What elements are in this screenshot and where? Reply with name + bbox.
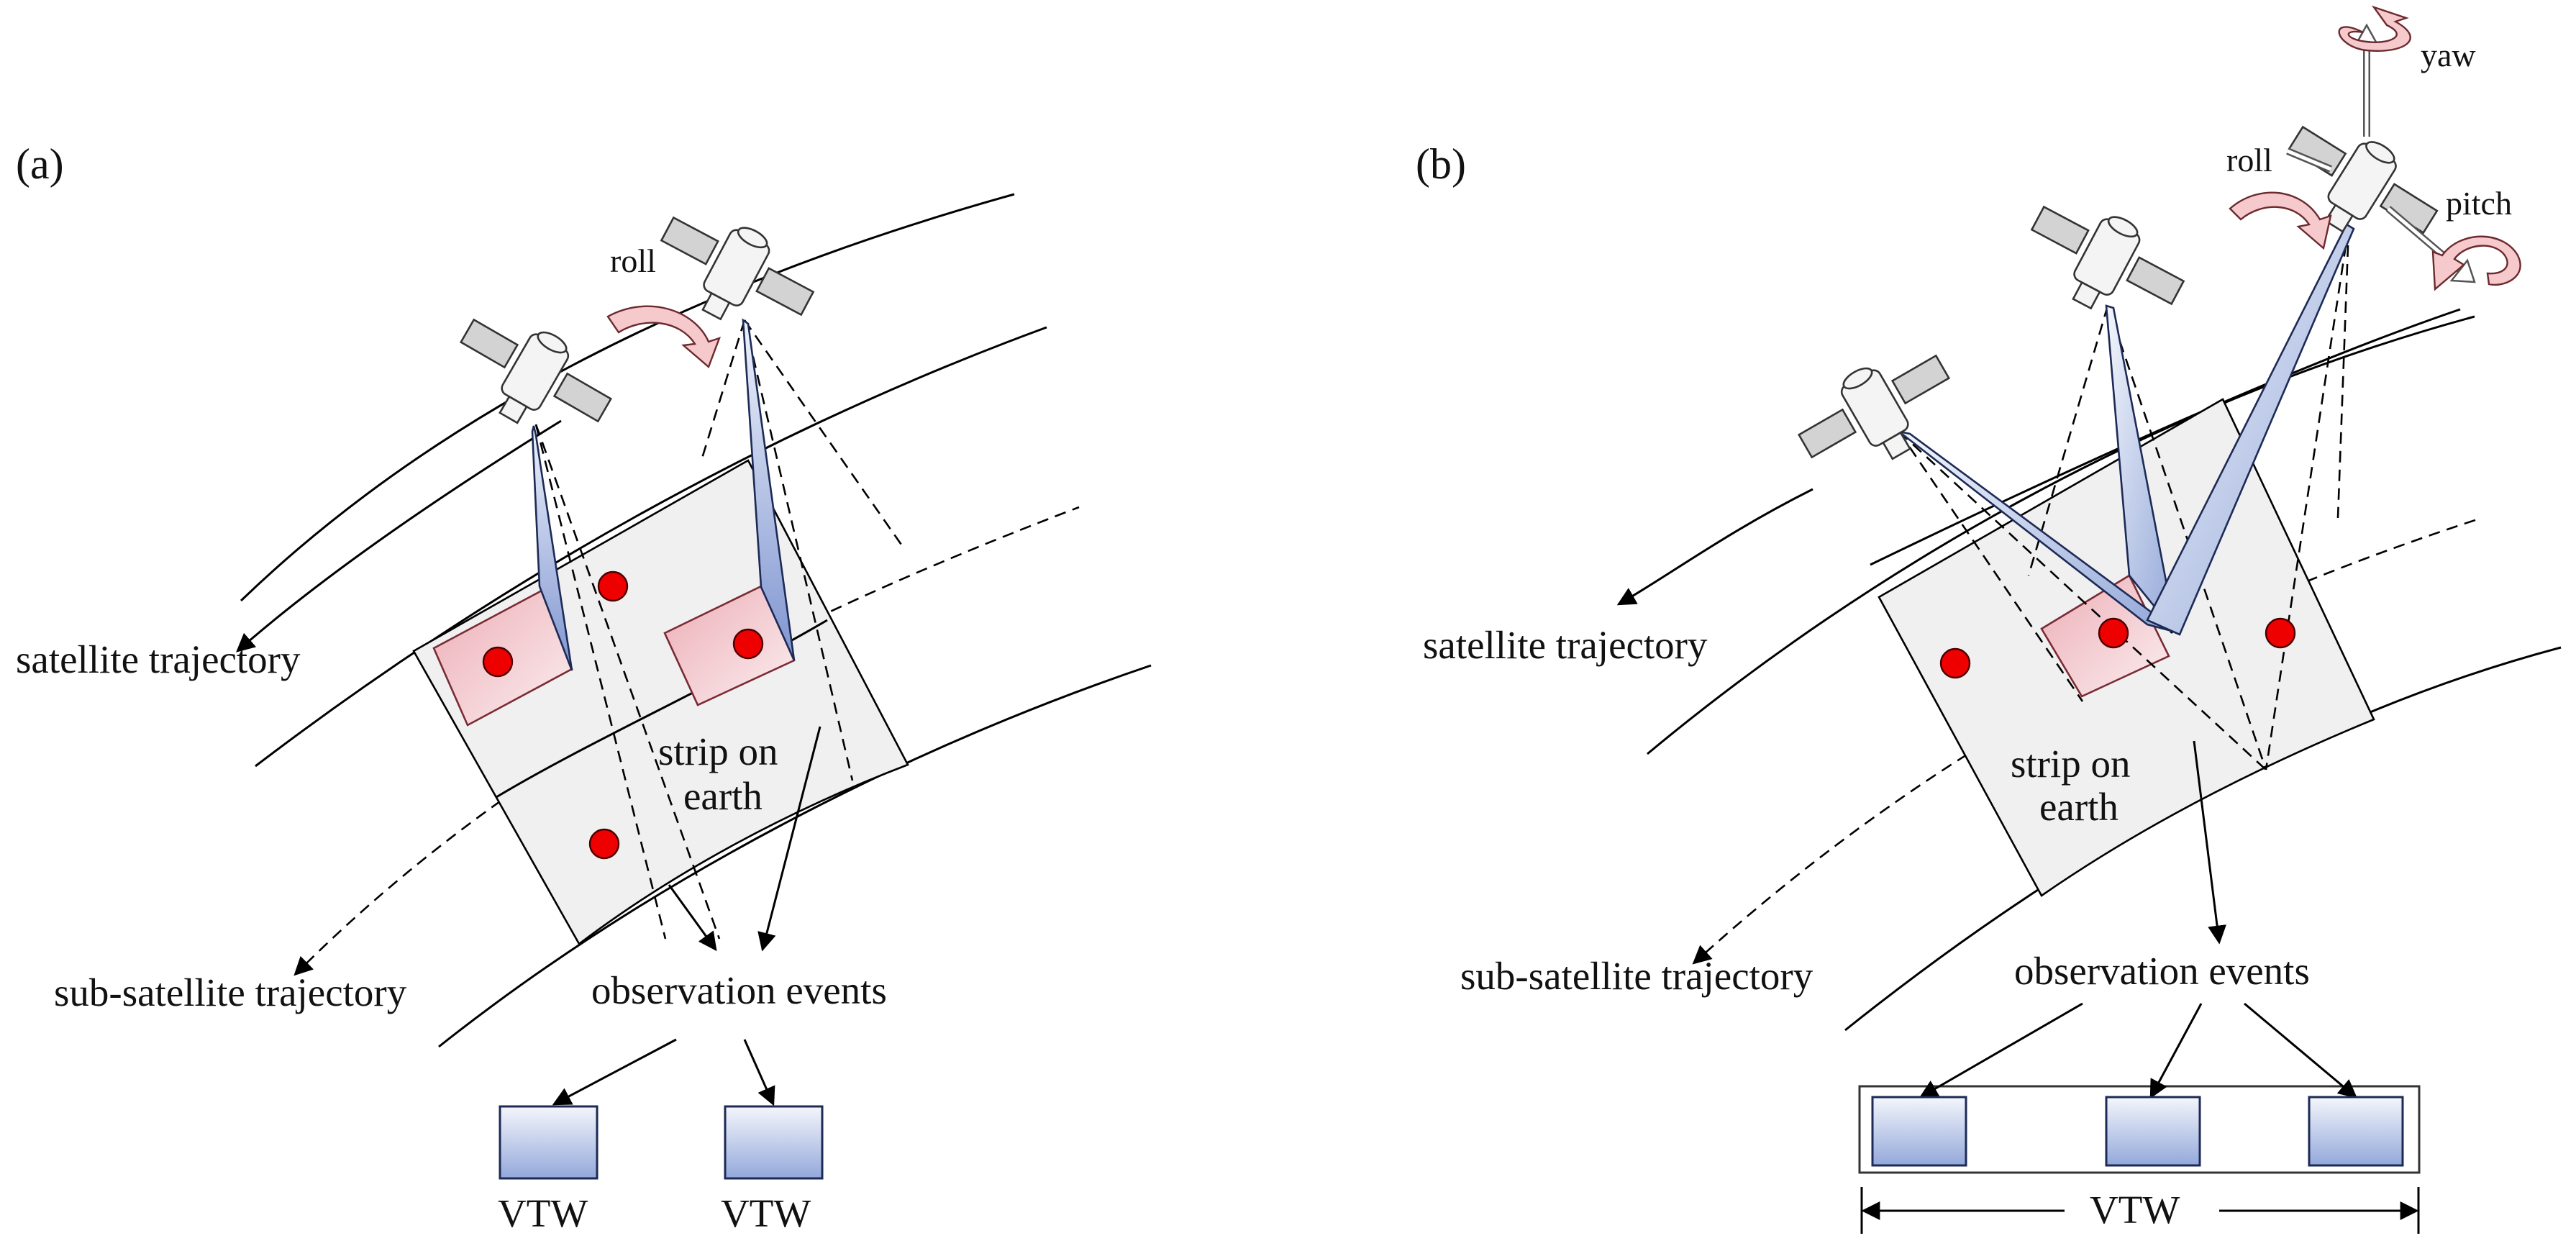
panel-a-vtw-label-1: VTW [498,1191,588,1235]
panel-a-sight-lines [534,319,904,940]
panel-b-strip-label-line1: strip on [2011,742,2131,786]
panel-a-event-3 [732,628,764,660]
panel-b-sat-traj-arrow [1616,488,1813,606]
panel-a-strip-arrow [757,726,822,952]
panel-a: (a) [16,140,1152,1235]
panel-b-yaw-label: yaw [2421,37,2476,73]
panel-b-event-1 [1939,647,1971,679]
panel-a-strip-label-line2: earth [683,774,763,818]
panel-a-roll-arrow-icon [606,305,722,369]
panel-a-vtw-arrow-2 [743,1039,775,1106]
panel-b-strip-top-curve [1870,308,2461,566]
panel-a-vtw-label-2: VTW [721,1191,811,1235]
panel-a-vtw-arrow-1 [552,1038,677,1106]
panel-b: (b) [1416,5,2562,1234]
panel-b-satellite-3-icon [2288,125,2439,235]
panel-b-observation-events-label: observation events [2014,949,2310,993]
panel-b-vtw-label: VTW [2090,1188,2180,1232]
panel-a-event-2 [597,570,629,602]
panel-b-strip-label-line2: earth [2039,785,2118,829]
panel-b-satellite-trajectory-label: satellite trajectory [1423,623,1708,667]
panel-a-tag: (a) [16,140,64,188]
panel-b-vtw-box-2 [2105,1096,2201,1167]
panel-a-roll-label: roll [610,242,656,279]
panel-b-vtw-box-3 [2308,1096,2404,1167]
panel-b-vtw-arrow-3 [2244,1002,2357,1099]
panel-b-beam-3 [2146,223,2355,636]
panel-b-pitch-arrow-icon [2431,235,2521,291]
panel-a-orbit-mid [255,326,1047,768]
panel-a-sub-satellite-trajectory-label: sub-satellite trajectory [54,970,407,1014]
panel-b-event-3 [2265,617,2296,649]
panel-a-beam-2 [742,318,796,661]
panel-b-strip-arrow [2193,740,2226,945]
panel-a-observation-events-label: observation events [591,968,887,1012]
panel-b-vtw-arrow-1 [1919,1002,2083,1099]
panel-b-pitch-label: pitch [2446,185,2512,222]
panel-b-satellite-1-icon [1797,354,1951,460]
panel-a-sat-traj-arrow [236,419,562,652]
panel-a-strip-label-line1: strip on [658,729,778,773]
panel-b-roll-arrow-icon [2229,191,2332,250]
panel-b-yaw-arrow-icon [2338,5,2411,52]
panel-a-satellite-1-icon [459,318,613,424]
panel-a-earth-bottom [438,664,1152,1048]
panel-b-roll-label: roll [2226,142,2272,178]
panel-b-tag: (b) [1416,140,1466,188]
panel-a-orbit-top [240,193,1015,602]
panel-a-vtw-box-2 [724,1105,824,1180]
panel-a-vtw-box-1 [499,1105,599,1180]
panel-a-satellite-trajectory-label: satellite trajectory [16,637,301,681]
panel-b-event-2 [2098,617,2129,649]
panel-b-sub-satellite-trajectory-label: sub-satellite trajectory [1460,954,1813,998]
panel-b-satellite-2-icon [2030,205,2185,310]
panel-b-vtw-arrow-2 [2149,1003,2203,1099]
panel-b-orbit-top [1647,315,2475,755]
panel-a-event-4 [588,828,620,860]
panel-a-event-1 [482,646,514,678]
panel-a-satellite-2-icon [660,216,815,321]
panel-a-sight-arrow [668,884,717,952]
panel-a-beam-1 [531,425,573,671]
panel-b-vtw-box-1 [1871,1096,1967,1167]
panel-a-subsat-curve [293,506,1080,976]
